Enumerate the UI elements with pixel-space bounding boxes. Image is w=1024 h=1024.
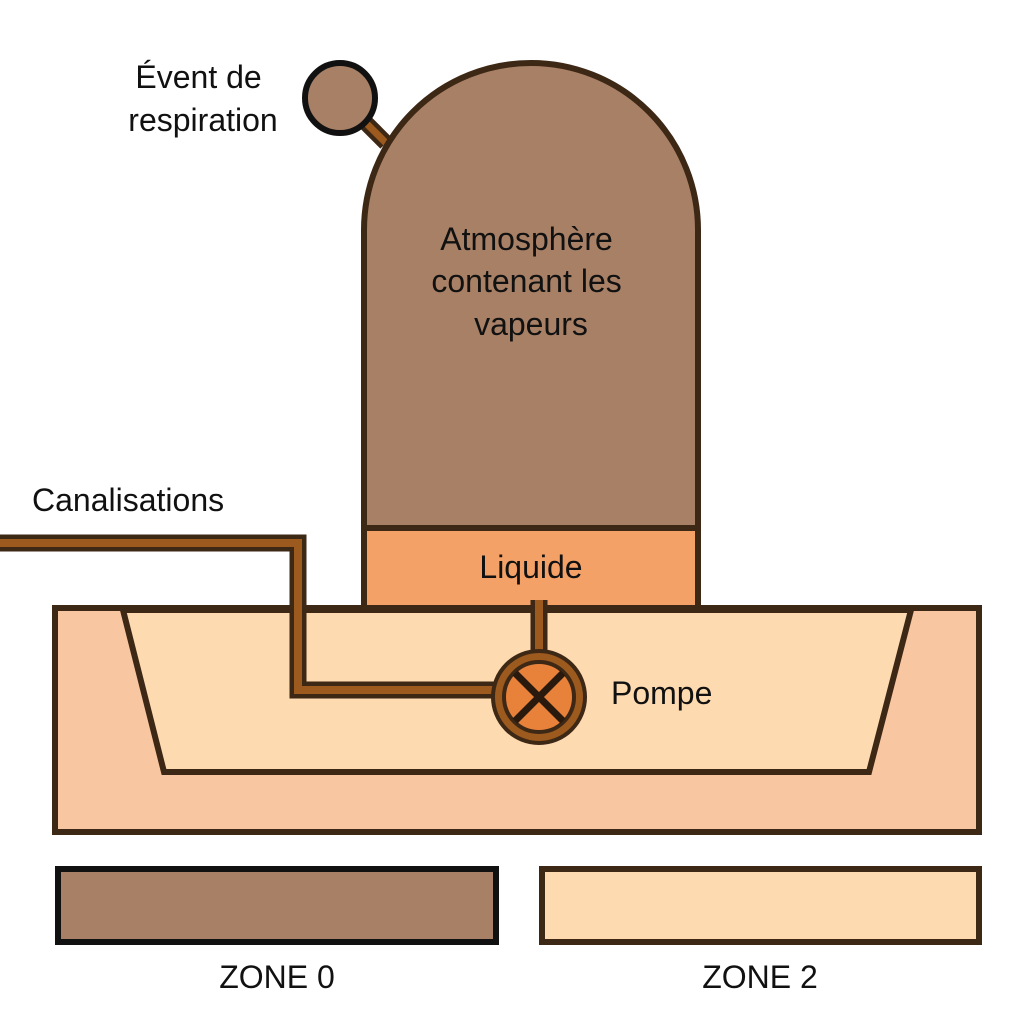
atmosphere-label: Atmosphère contenant les vapeurs bbox=[431, 221, 630, 342]
legend-swatch-zone-0 bbox=[55, 866, 499, 945]
pipe-core bbox=[0, 539, 500, 694]
tank-vapor-space bbox=[361, 60, 701, 531]
legend-label-zone-0: ZONE 0 bbox=[219, 959, 335, 995]
pump-label: Pompe bbox=[611, 675, 712, 711]
vent-cap bbox=[302, 60, 378, 136]
liquid-label: Liquide bbox=[479, 549, 582, 585]
vent-label: Évent de respiration bbox=[128, 59, 277, 138]
legend-label-zone-2: ZONE 2 bbox=[702, 959, 818, 995]
pump-cross-b bbox=[512, 670, 566, 724]
legend-swatch-zone-2 bbox=[539, 866, 982, 945]
piping-label: Canalisations bbox=[32, 482, 224, 518]
tank-liquid bbox=[361, 525, 701, 611]
